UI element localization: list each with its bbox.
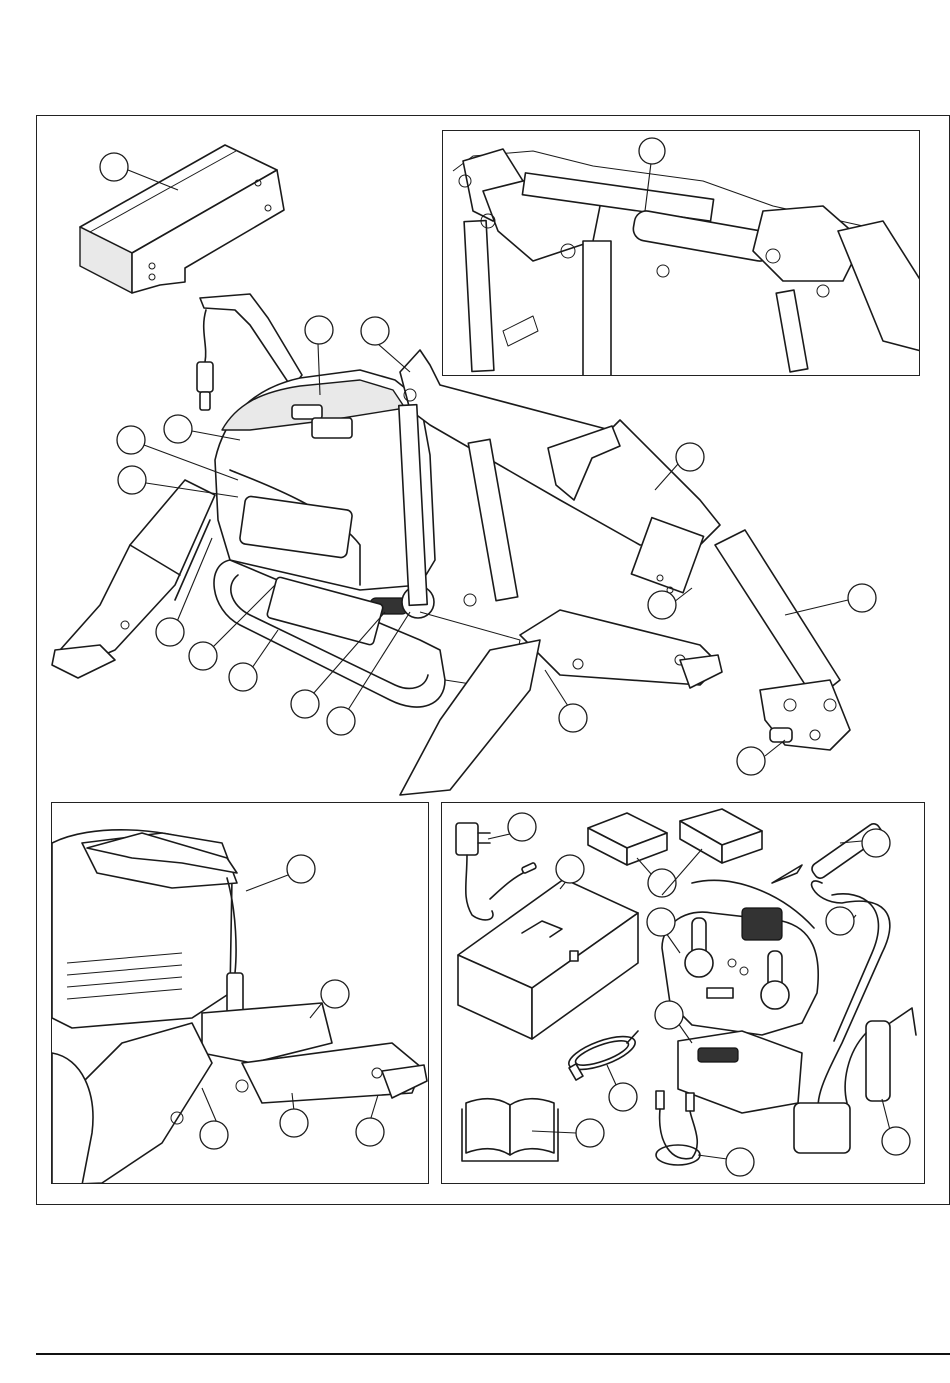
callout-circle xyxy=(356,1118,384,1146)
manual-book-icon xyxy=(462,1099,558,1161)
boom-arm-illustration xyxy=(399,350,720,606)
outrigger-detail-illustration xyxy=(52,803,429,1184)
callout-circle xyxy=(189,642,217,670)
callout-circle xyxy=(655,1001,683,1029)
callout-circle xyxy=(361,317,389,345)
bottom-left-inset xyxy=(51,802,429,1184)
callout-circle xyxy=(882,1127,910,1155)
callout-circle xyxy=(280,1109,308,1137)
callout-circle xyxy=(639,138,665,164)
dipper-arm-illustration xyxy=(715,530,850,750)
callout-circle xyxy=(726,1148,754,1176)
callout-circle xyxy=(200,1121,228,1149)
callout-circle xyxy=(508,813,536,841)
remote-control-icon xyxy=(662,880,818,1035)
callout-circle xyxy=(287,855,315,883)
cable-icon xyxy=(656,1091,700,1165)
bottom-right-inset xyxy=(441,802,925,1184)
grease-gun-icon xyxy=(845,1008,916,1103)
callout-circle xyxy=(647,908,675,936)
accessories-illustration xyxy=(442,803,925,1184)
cradle-icon xyxy=(678,1031,802,1113)
battery-icon xyxy=(588,809,762,865)
boom-detail-illustration xyxy=(443,131,920,376)
callout-circle xyxy=(576,1119,604,1147)
callout-circle xyxy=(862,829,890,857)
callout-circle xyxy=(164,415,192,443)
cable-icon xyxy=(565,1030,639,1080)
callout-circle xyxy=(676,443,704,471)
toolbox-icon xyxy=(458,879,638,1039)
bottom-rule xyxy=(36,1353,950,1355)
callout-circle xyxy=(118,466,146,494)
callout-circle xyxy=(648,591,676,619)
callout-circle xyxy=(229,663,257,691)
top-right-inset xyxy=(442,130,920,376)
callout-circle xyxy=(609,1083,637,1111)
callout-circle xyxy=(156,618,184,646)
callout-circle xyxy=(321,980,349,1008)
callout-circle xyxy=(117,426,145,454)
callout-circle xyxy=(737,747,765,775)
right-outrigger-illustration xyxy=(400,610,722,795)
callout-circle xyxy=(291,690,319,718)
callout-circle xyxy=(100,153,128,181)
callout-circle xyxy=(556,855,584,883)
callout-circle xyxy=(559,704,587,732)
callout-circle xyxy=(826,907,854,935)
callout-circle xyxy=(327,707,355,735)
callout-circle xyxy=(305,316,333,344)
callout-circle xyxy=(848,584,876,612)
